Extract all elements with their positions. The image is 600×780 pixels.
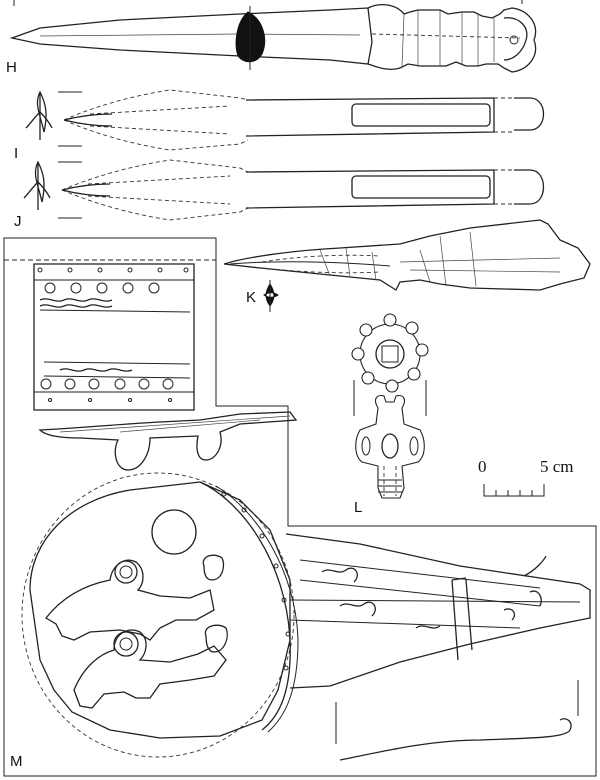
label-i: I [14, 145, 18, 162]
artifact-m-strip [33, 263, 298, 471]
artifact-j-spearhead: J [14, 159, 544, 230]
artifact-i-spearhead: I [14, 89, 544, 162]
label-l: L [354, 499, 362, 516]
artifact-l-ornament: L [351, 313, 429, 516]
scale-start-label: 0 [478, 457, 487, 476]
artifact-k-blade: K [223, 219, 591, 312]
artifact-m-frame [3, 237, 597, 777]
label-k: K [246, 289, 256, 306]
label-j: J [14, 213, 22, 230]
artifact-m-plaque: M [10, 472, 591, 770]
label-m: M [10, 753, 23, 770]
scale-end-label: 5 cm [540, 457, 574, 476]
artifact-h-dagger: H [6, 0, 537, 76]
k-section [263, 283, 279, 307]
label-h: H [6, 59, 17, 76]
scale-bar: 0 5 cm [478, 457, 574, 497]
